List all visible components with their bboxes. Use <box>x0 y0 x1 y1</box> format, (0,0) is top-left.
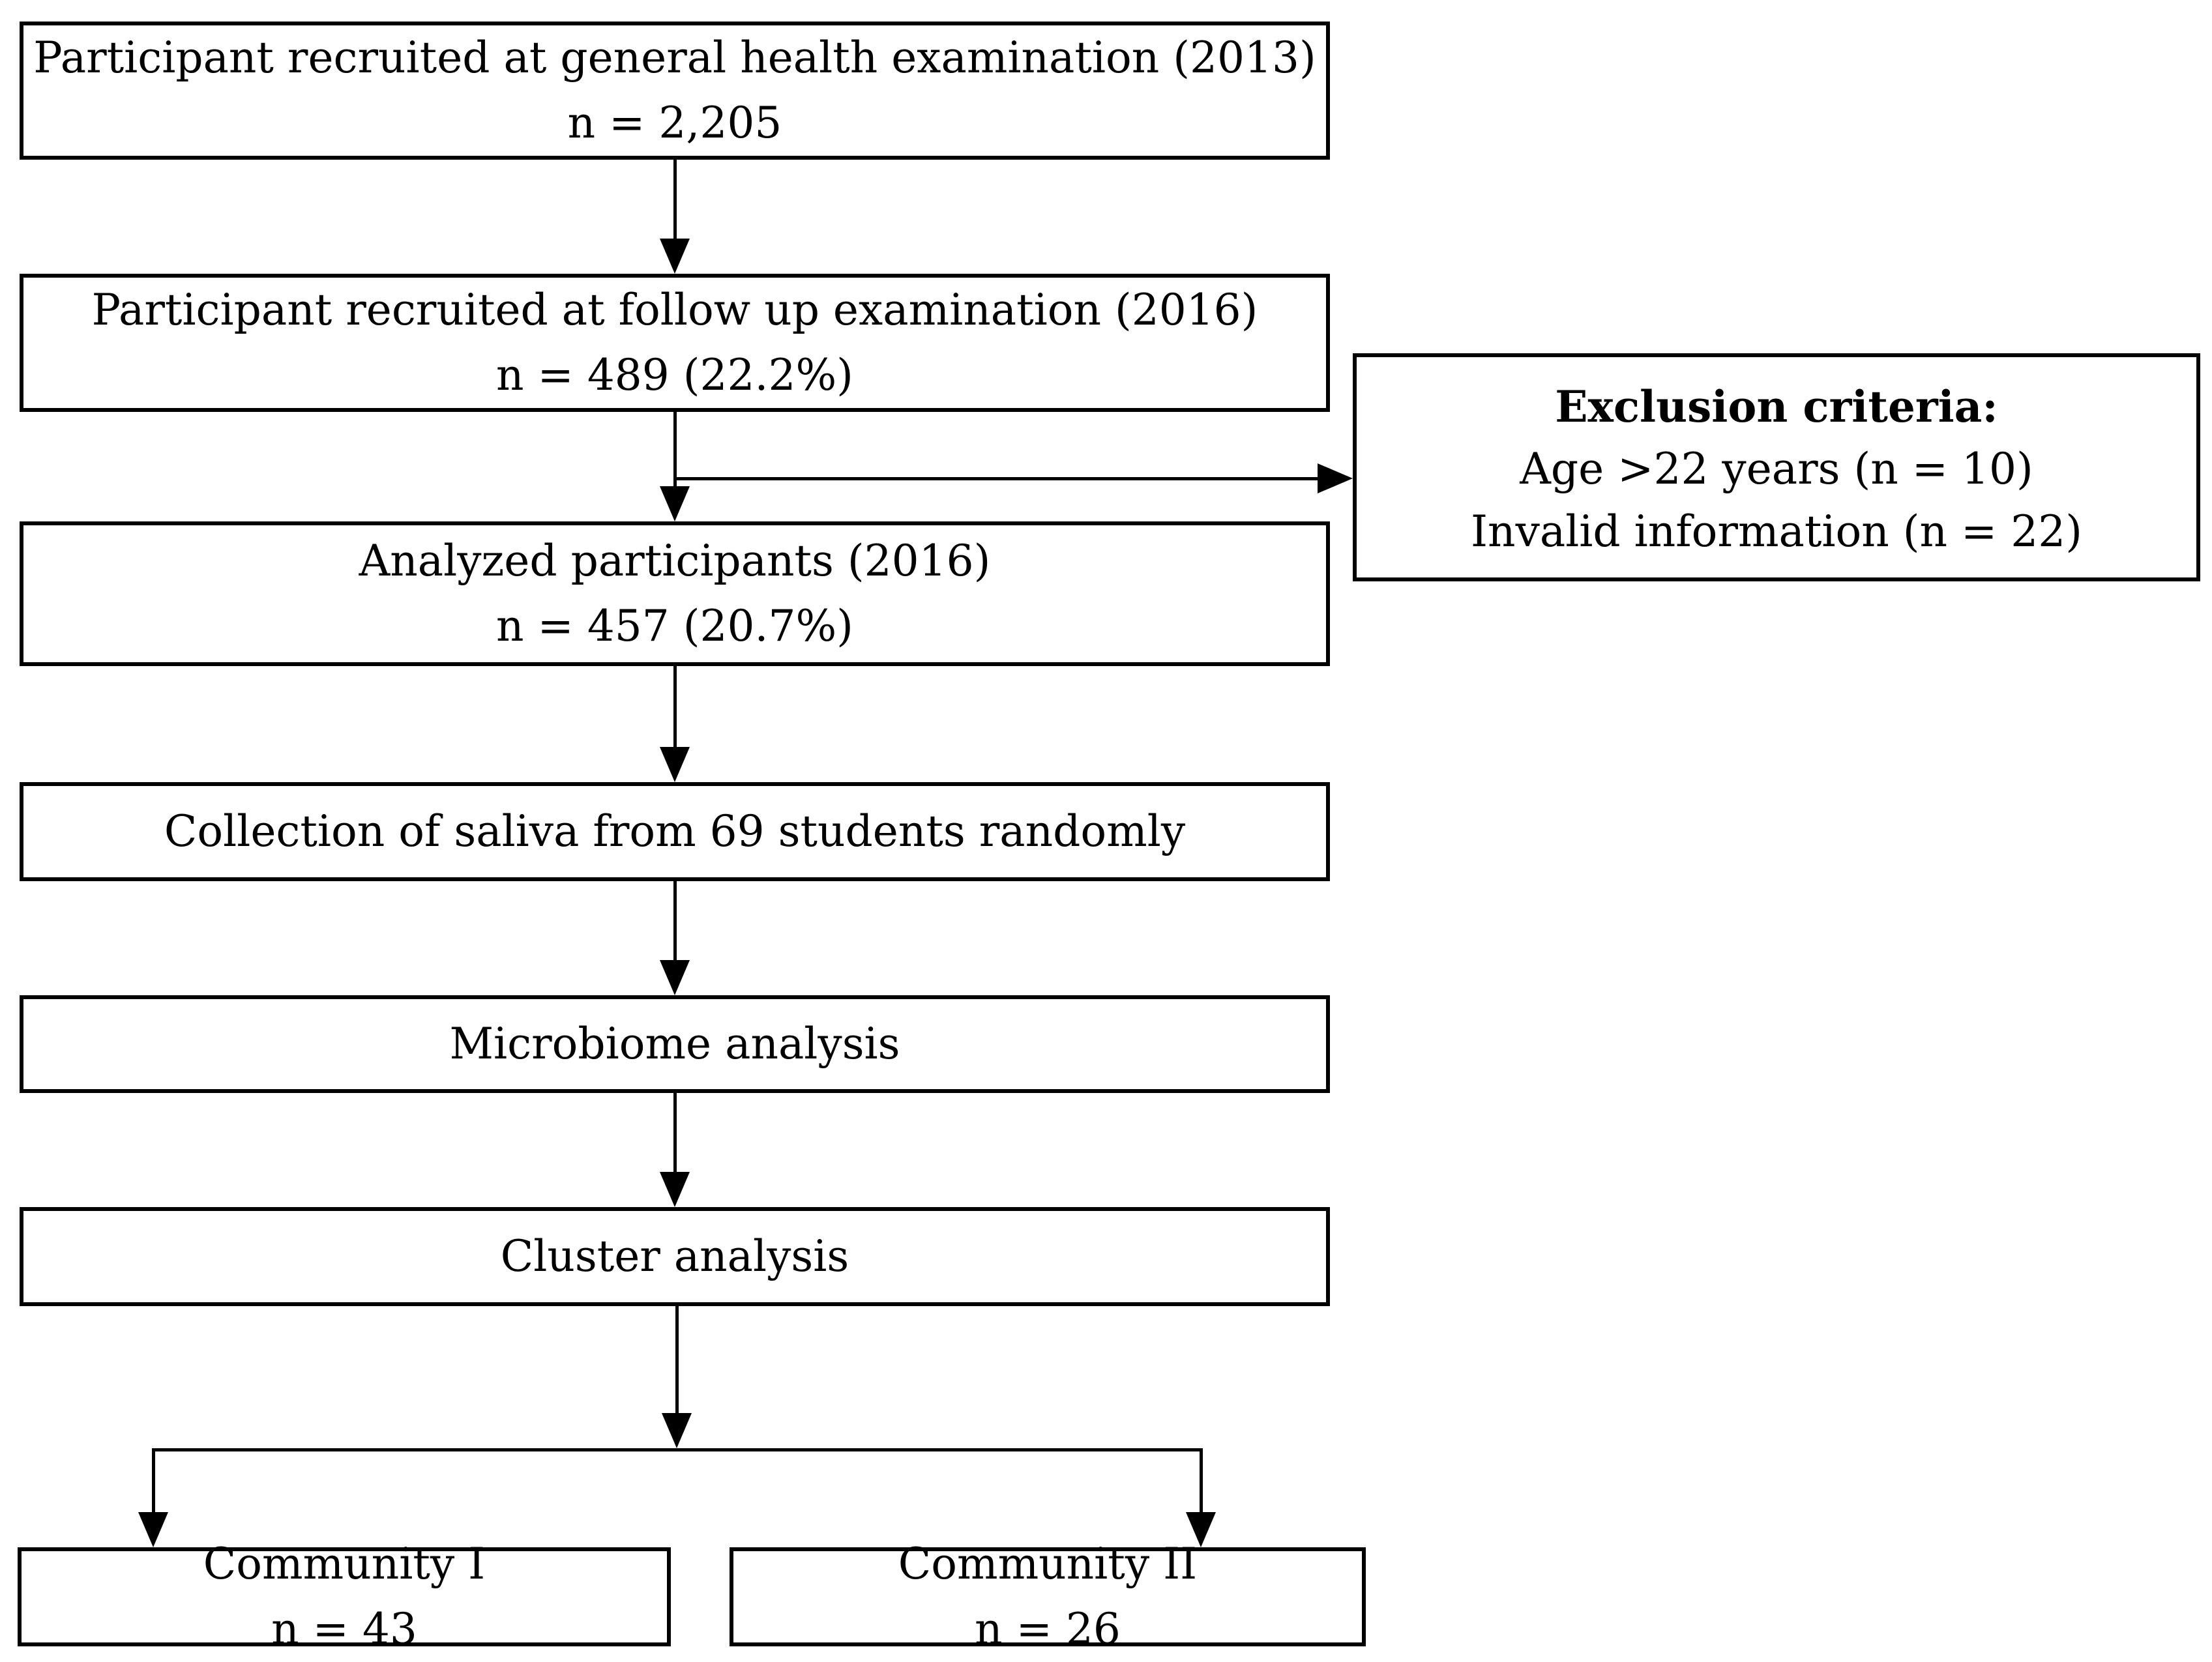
connector-exclusion-line <box>673 477 1320 480</box>
exclusion-title: Exclusion criteria: <box>1555 381 1998 432</box>
box-followup-2016: Participant recruited at follow up exami… <box>20 274 1330 412</box>
box-community-2-text: Community II <box>898 1539 1198 1589</box>
connector-5-line <box>673 1093 677 1173</box>
box-saliva-collection: Collection of saliva from 69 students ra… <box>20 782 1330 881</box>
box-recruitment-2013-text: Participant recruited at general health … <box>33 33 1316 83</box>
connector-2-line <box>673 412 677 489</box>
box-community-1-text: Community I <box>203 1539 486 1589</box>
arrow-down-community2-icon <box>1186 1512 1216 1547</box>
box-cluster-analysis: Cluster analysis <box>20 1207 1330 1306</box>
box-community-1: Community I n = 43 <box>18 1539 671 1654</box>
box-exclusion-criteria: Exclusion criteria: Age >22 years (n = 1… <box>1353 353 2200 581</box>
split-stem-line <box>675 1306 679 1416</box>
arrow-down-split-icon <box>662 1413 692 1448</box>
box-community-1-count: n = 43 <box>271 1604 417 1654</box>
connector-4-line <box>673 881 677 961</box>
split-horizontal-line <box>153 1448 1202 1451</box>
connector-1-line <box>673 160 677 244</box>
box-saliva-collection-text: Collection of saliva from 69 students ra… <box>164 806 1186 856</box>
box-community-2-count: n = 26 <box>975 1604 1121 1654</box>
box-microbiome-analysis: Microbiome analysis <box>20 995 1330 1093</box>
box-analyzed-2016-text: Analyzed participants (2016) <box>359 536 991 586</box>
box-analyzed-2016-count: n = 457 (20.7%) <box>496 601 853 651</box>
connector-3-line <box>673 666 677 748</box>
exclusion-age: Age >22 years (n = 10) <box>1520 444 2033 494</box>
box-cluster-analysis-text: Cluster analysis <box>500 1231 849 1281</box>
box-recruitment-2013: Participant recruited at general health … <box>20 22 1330 160</box>
arrow-down-5-icon <box>660 1172 690 1207</box>
arrow-down-2-icon <box>660 486 690 521</box>
arrow-down-4-icon <box>660 960 690 995</box>
split-right-line <box>1200 1448 1203 1515</box>
arrow-right-exclusion-icon <box>1318 463 1353 493</box>
arrow-down-1-icon <box>660 239 690 274</box>
arrow-down-community1-icon <box>138 1512 168 1547</box>
exclusion-invalid: Invalid information (n = 22) <box>1470 506 2083 557</box>
box-community-2: Community II n = 26 <box>730 1539 1366 1654</box>
box-analyzed-2016: Analyzed participants (2016) n = 457 (20… <box>20 521 1330 666</box>
box-followup-2016-text: Participant recruited at follow up exami… <box>91 285 1258 335</box>
arrow-down-3-icon <box>660 747 690 782</box>
box-followup-2016-count: n = 489 (22.2%) <box>496 350 853 400</box>
box-microbiome-analysis-text: Microbiome analysis <box>449 1019 900 1069</box>
split-left-line <box>152 1448 155 1515</box>
box-recruitment-2013-count: n = 2,205 <box>567 98 782 148</box>
